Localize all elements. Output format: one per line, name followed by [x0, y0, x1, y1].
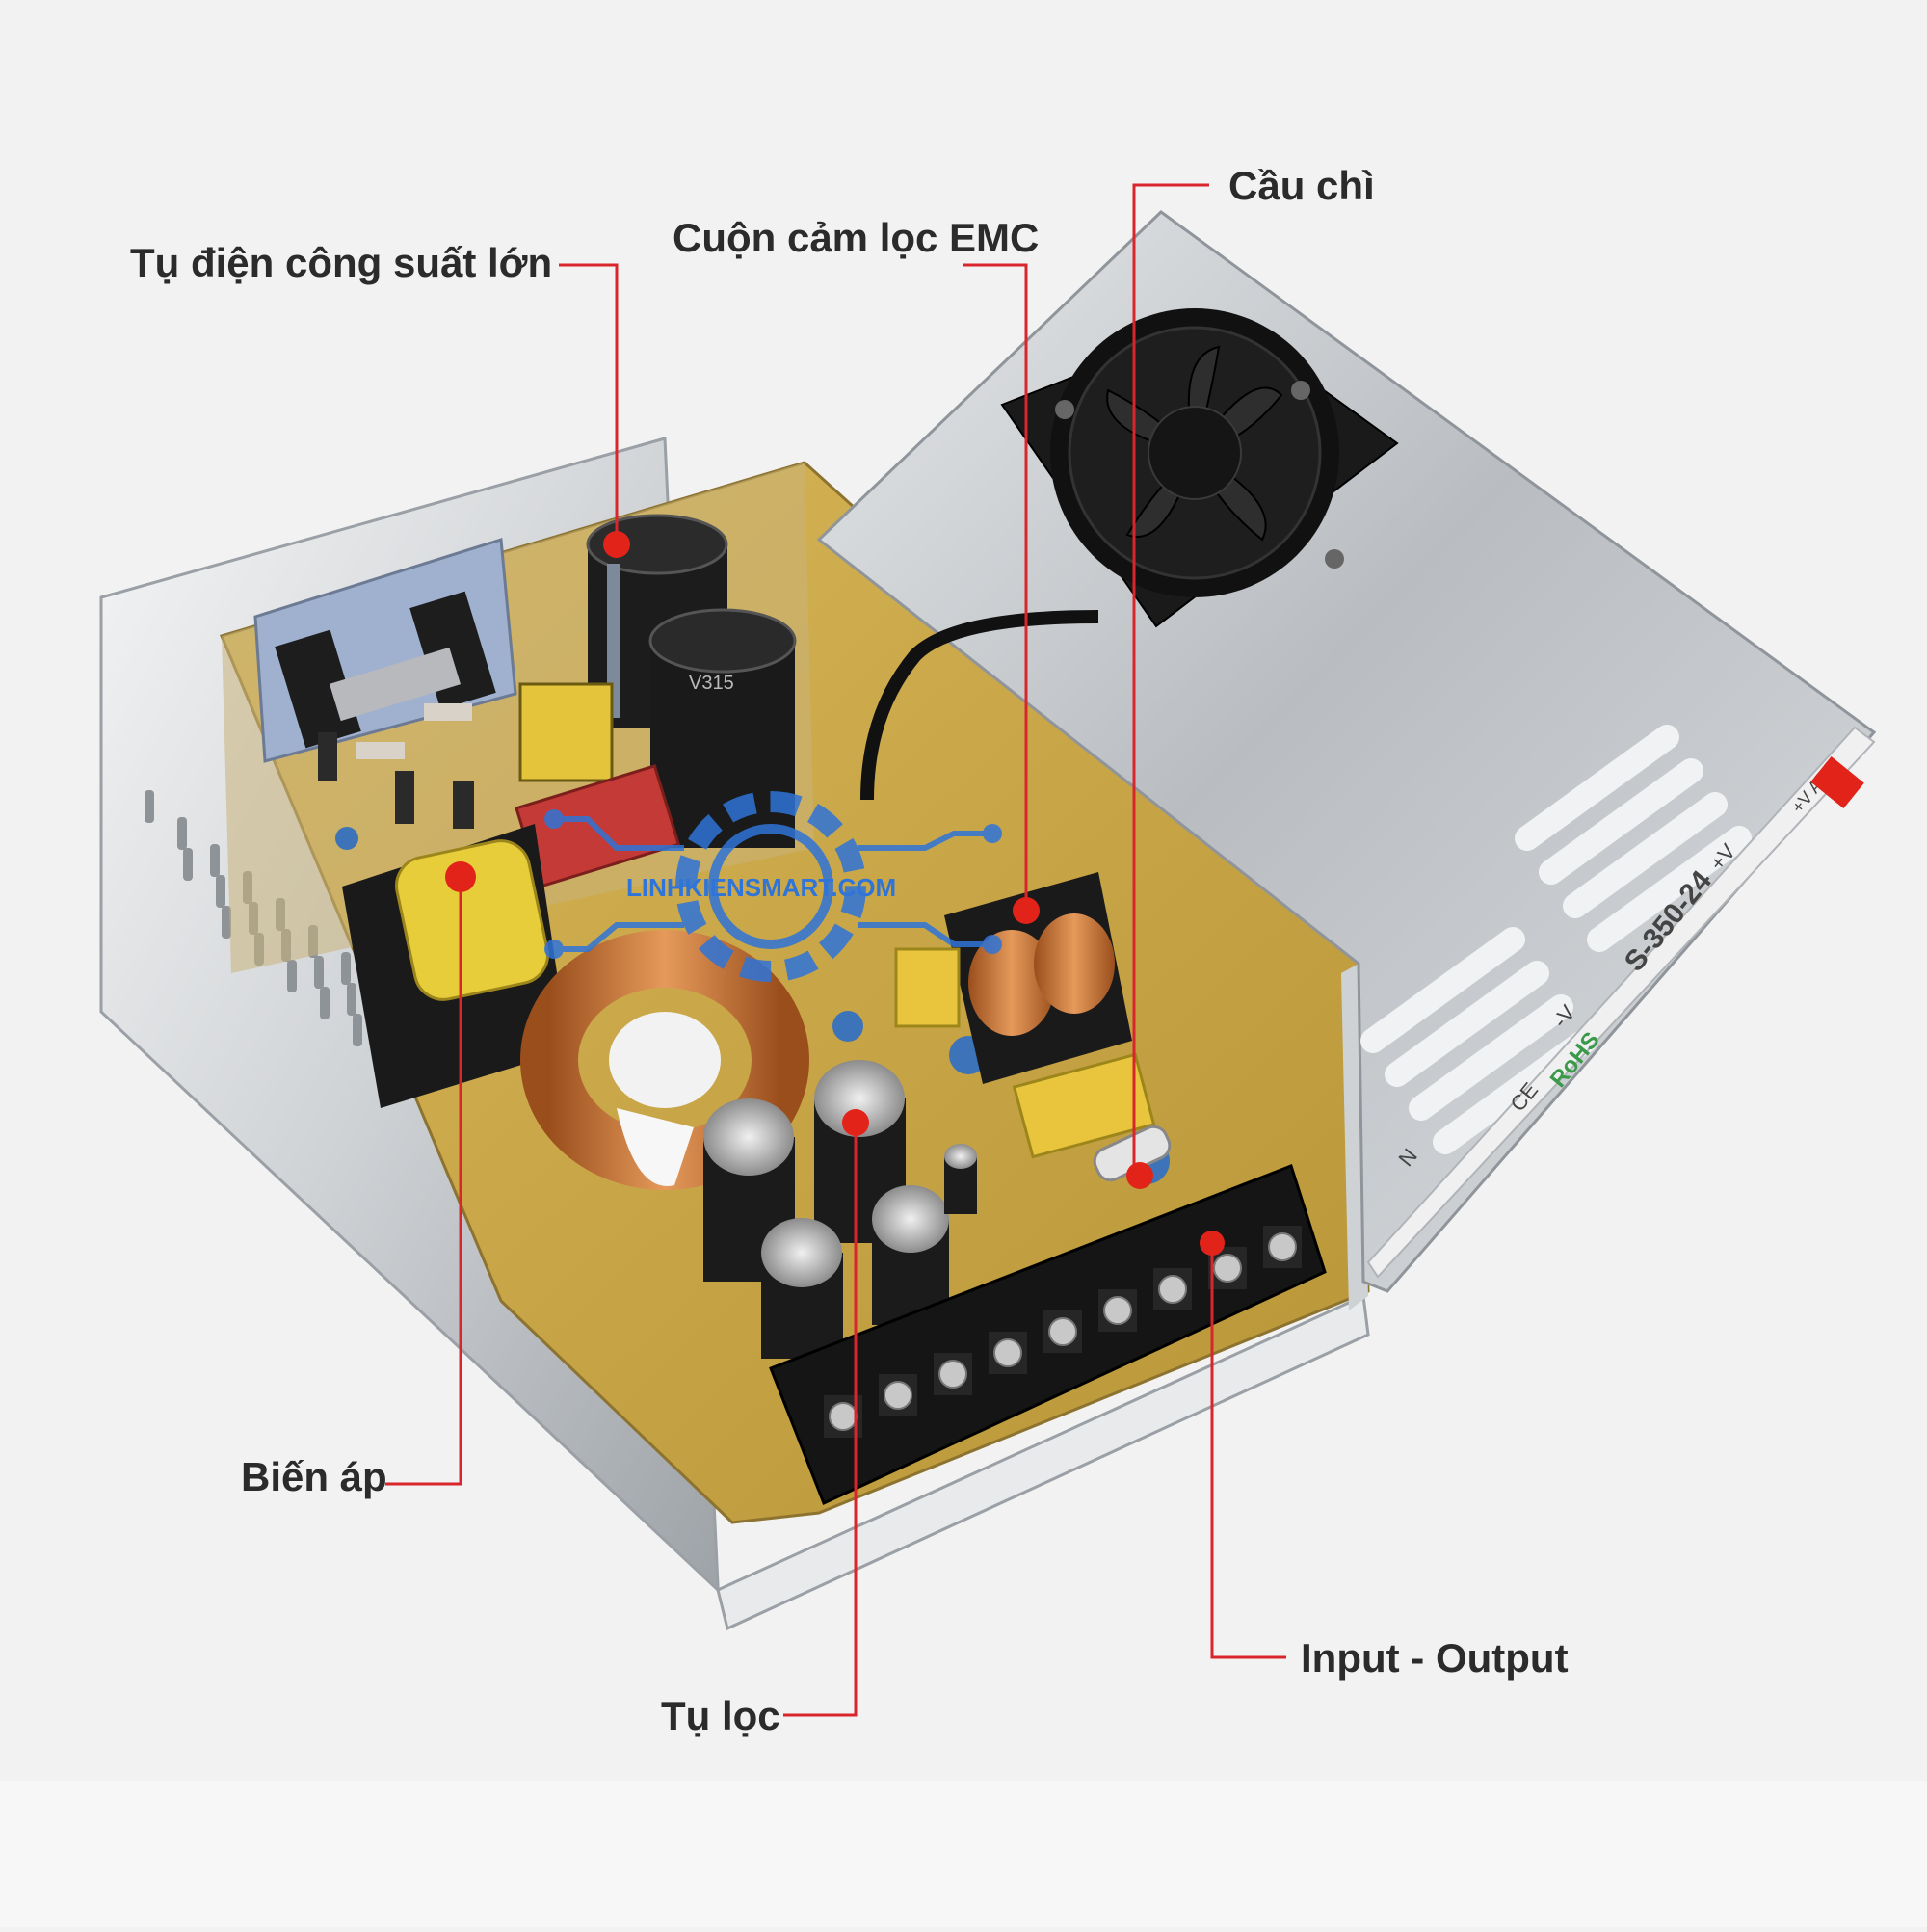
callout-label-filter-cap: Tụ lọc	[661, 1693, 780, 1738]
emc-choke	[944, 872, 1132, 1084]
fan-cable	[860, 610, 1099, 801]
terminal-screw	[993, 1338, 1022, 1367]
callout-line-emc	[964, 263, 1028, 911]
terminal-screw	[1213, 1254, 1242, 1283]
watermark-text: LINHKIENSMART.COM	[626, 873, 897, 902]
filter-capacitors	[703, 1060, 977, 1359]
vent-slot	[145, 790, 154, 823]
callout-dot-transformer	[445, 861, 476, 892]
terminal-block	[769, 1164, 1327, 1506]
callout-label-fuse: Cầu chì	[1228, 163, 1375, 208]
callout-dot-fuse	[1126, 1162, 1153, 1189]
brand-logo	[1810, 755, 1864, 809]
cooling-fan	[1000, 308, 1399, 628]
callout-dot-terminal	[1200, 1231, 1225, 1256]
watermark-logo	[544, 791, 1002, 982]
vent-slot	[222, 906, 231, 939]
vent-slot	[216, 875, 225, 908]
vent-slot	[353, 1014, 362, 1046]
vent-slot	[177, 817, 187, 850]
vent-slot	[341, 952, 351, 985]
callout-line-filter-cap	[783, 1123, 858, 1717]
lid-label-strip	[1366, 726, 1876, 1279]
terminal-screw	[1103, 1296, 1132, 1325]
callout-dots	[445, 531, 1225, 1256]
terminal-screw	[884, 1381, 912, 1410]
callout-dot-cap-large	[603, 531, 630, 558]
x-capacitor	[1012, 1052, 1156, 1159]
vent-slot	[183, 848, 193, 881]
vent-slot	[210, 844, 220, 877]
callout-label-cap-large: Tụ điện công suất lớn	[130, 240, 553, 285]
lid-vents	[1360, 725, 1752, 1154]
callout-label-transformer: Biến áp	[241, 1454, 387, 1499]
terminal-screw	[1268, 1232, 1297, 1261]
callout-line-cap-large	[559, 263, 619, 544]
callout-dot-emc	[1013, 897, 1040, 924]
vent-slot	[320, 987, 330, 1019]
bottom-band	[0, 1781, 1927, 1927]
terminal-screw	[829, 1402, 858, 1431]
aux-transformer	[518, 682, 614, 782]
callout-lines	[385, 183, 1286, 1717]
cap-marking-text: V315	[689, 673, 734, 694]
callout-line-terminal	[1210, 1243, 1286, 1659]
callout-line-fuse	[1132, 183, 1209, 1176]
vent-slot	[314, 956, 324, 989]
callout-label-emc: Cuộn cảm lọc EMC	[673, 215, 1040, 260]
main-transformer	[342, 824, 568, 1108]
vent-slot	[287, 960, 297, 992]
terminal-screw	[938, 1360, 967, 1389]
terminal-screw	[1048, 1317, 1077, 1346]
toroid-inductor	[520, 930, 809, 1190]
x-capacitor-2	[894, 947, 961, 1028]
callout-line-transformer	[385, 877, 462, 1486]
callout-dot-filter-cap	[842, 1109, 869, 1136]
callout-label-terminal: Input - Output	[1301, 1635, 1569, 1681]
vent-slot	[347, 983, 356, 1016]
terminal-screw	[1158, 1275, 1187, 1304]
chassis-front-wall	[716, 1293, 1370, 1631]
